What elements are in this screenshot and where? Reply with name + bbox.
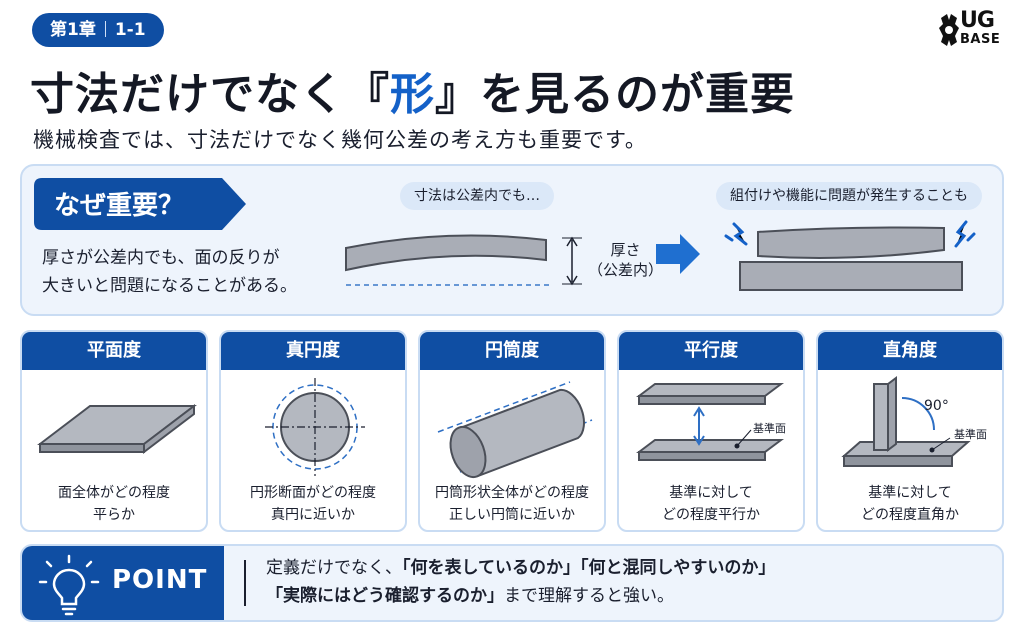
caption-line1: 面全体がどの程度 (58, 485, 170, 501)
card-title: 円筒度 (420, 332, 604, 370)
datum-label: 基準面 (753, 422, 786, 435)
caption-line2: 正しい円筒に近いか (449, 507, 575, 523)
caption-line1: 円形断面がどの程度 (250, 485, 376, 501)
pill-problem: 組付けや機能に問題が発生することも (716, 182, 982, 210)
point-divider (244, 560, 246, 606)
title-prefix: 寸法だけでなく『 (30, 69, 390, 120)
point-text: 定義だけでなく、「何を表しているのか」「何と混同しやすいのか」 「実際にはどう確… (266, 554, 775, 610)
why-text-line1: 厚さが公差内でも、面の反りが (42, 248, 280, 268)
logo-line2: BASE (960, 32, 1001, 47)
card-caption: 基準に対して どの程度直角か (818, 482, 1002, 526)
caption-line2: 平らか (93, 507, 135, 523)
caption-line2: どの程度平行か (662, 507, 760, 523)
card-caption: 円形断面がどの程度 真円に近いか (221, 482, 405, 526)
card-caption: 基準に対して どの程度平行か (619, 482, 803, 526)
point-line1: 定義だけでなく、「何を表しているのか」「何と混同しやすいのか」 (266, 554, 775, 582)
chapter-badge: 第1章 1-1 (32, 13, 164, 47)
card-title: 平面度 (22, 332, 206, 370)
card-caption: 円筒形状全体がどの程度 正しい円筒に近いか (420, 482, 604, 526)
card-cylindricity: 円筒度 円筒形状全体がどの程度 正しい円筒に近いか (418, 330, 606, 532)
lightbulb-icon (38, 554, 100, 616)
card-perpendicularity: 直角度 90° 基準面 基準に対して どの程度直角か (816, 330, 1004, 532)
point-panel: POINT 定義だけでなく、「何を表しているのか」「何と混同しやすいのか」 「実… (20, 544, 1004, 622)
point-line1-bold: 「何を表しているのか」「何と混同しやすいのか」 (402, 558, 776, 578)
caption-line2: どの程度直角か (861, 507, 959, 523)
engine-icon (939, 14, 959, 46)
card-roundness: 真円度 円形断面がどの程度 真円に近いか (219, 330, 407, 532)
point-line2-plain: まで理解すると強い。 (504, 586, 674, 606)
why-badge-shape (34, 178, 246, 230)
thickness-label-line2: （公差内） (588, 261, 664, 279)
card-flatness: 平面度 面全体がどの程度 平らか (20, 330, 208, 532)
perpendicularity-icon (841, 376, 971, 467)
pill-in-tolerance: 寸法は公差内でも… (400, 182, 554, 210)
parallelism-icon (636, 383, 784, 461)
card-title: 直角度 (818, 332, 1002, 370)
point-line1-plain: 定義だけでなく、 (266, 558, 402, 578)
section-number: 1-1 (114, 20, 146, 40)
angle-label: 90° (924, 398, 949, 414)
cylindricity-icon (437, 381, 593, 479)
caption-line2: 真円に近いか (271, 507, 355, 523)
logo-line1: UG (960, 8, 995, 33)
chapter-number: 第1章 (50, 20, 96, 40)
point-line2-bold: 「実際にはどう確認するのか」 (266, 586, 504, 606)
chapter-separator (104, 21, 106, 37)
title-highlight: 形 (390, 69, 435, 120)
point-line2: 「実際にはどう確認するのか」まで理解すると強い。 (266, 582, 775, 610)
flatness-icon (37, 403, 197, 455)
point-label: POINT (112, 565, 208, 595)
caption-line1: 円筒形状全体がどの程度 (435, 485, 589, 501)
card-parallelism: 平行度 基準面 基準に対して どの程度平行か (617, 330, 805, 532)
datum-label: 基準面 (954, 428, 987, 441)
caption-line1: 基準に対して (868, 485, 952, 501)
thickness-label-line1: 厚さ (610, 241, 641, 259)
caption-line1: 基準に対して (669, 485, 753, 501)
card-title: 真円度 (221, 332, 405, 370)
page-title: 寸法だけでなく『形』を見るのが重要 (30, 58, 795, 122)
why-text-line2: 大きいと問題になることがある。 (42, 276, 297, 296)
point-badge: POINT (22, 546, 224, 620)
title-suffix: 』を見るのが重要 (435, 69, 795, 120)
card-title: 平行度 (619, 332, 803, 370)
card-caption: 面全体がどの程度 平らか (22, 482, 206, 526)
why-badge-label: なぜ重要？ (54, 191, 185, 221)
thickness-label: 厚さ （公差内） (588, 240, 663, 280)
ug-base-logo: UG BASE (938, 10, 1008, 50)
why-description: 厚さが公差内でも、面の反りが 大きいと問題になることがある。 (42, 244, 297, 300)
roundness-icon (265, 378, 365, 476)
page-subtitle: 機械検査では、寸法だけでなく幾何公差の考え方も重要です。 (33, 128, 647, 152)
